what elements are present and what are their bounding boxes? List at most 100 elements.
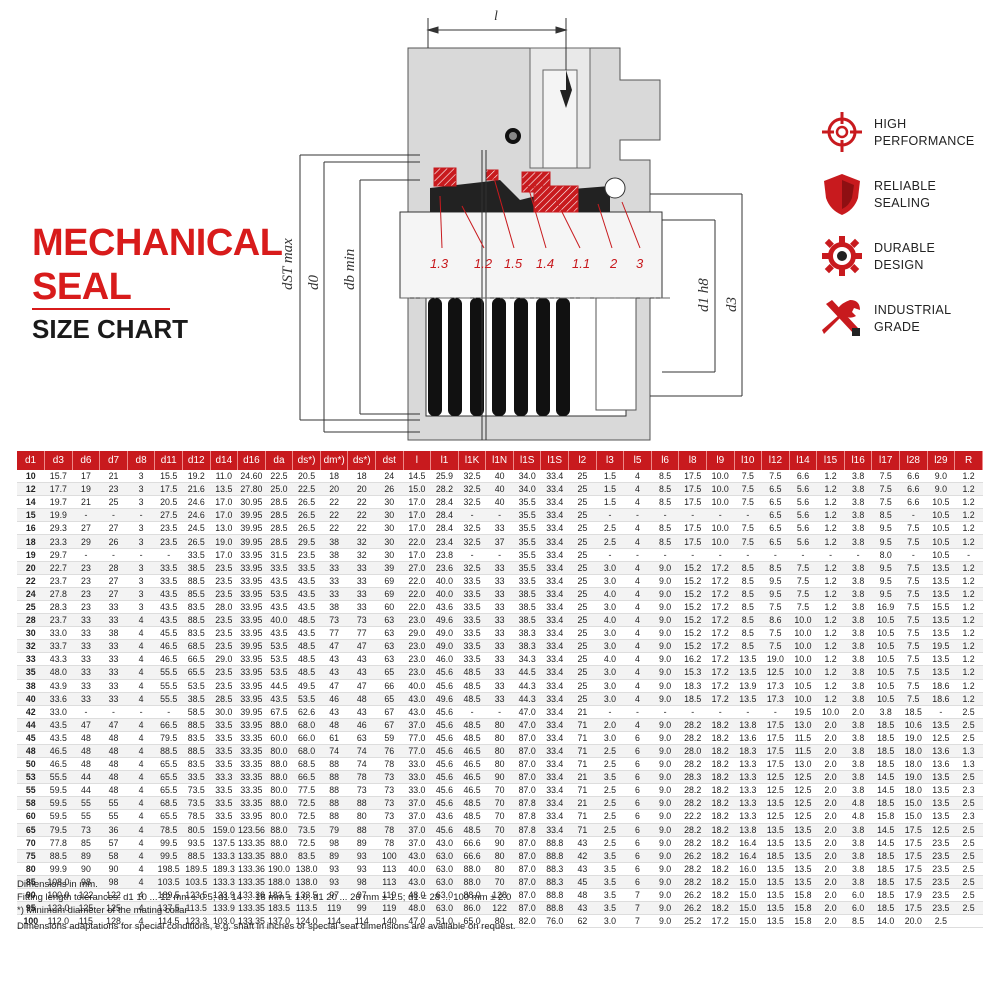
table-cell: 33.35 [237,796,266,811]
table-cell: 28.2 [678,862,707,876]
table-cell: 38 [320,548,348,562]
table-cell: 13.6 [927,757,955,772]
table-cell: 99.5 [154,836,183,850]
table-cell: 53.5 [265,665,293,680]
part-label-1-1: 1.1 [572,256,590,271]
column-header: l15 [816,451,845,470]
table-cell: 33.0 [44,705,73,719]
table-cell: 14.5 [871,770,900,785]
table-cell: 33 [347,561,376,575]
table-cell: 43.5 [292,587,321,601]
table-cell: 6 [623,770,652,785]
table-cell: 1.2 [954,665,983,680]
table-cell: 33.4 [540,770,569,785]
table-cell: 25 [568,639,597,654]
table-cell: 48 [99,757,128,772]
table-cell: - [596,508,624,523]
row-key-cell: 19 [17,548,45,562]
table-cell: 25 [568,665,597,680]
table-cell: 7.5 [871,482,900,497]
table-cell: 13.3 [734,809,762,824]
table-cell: 9.0 [651,862,679,876]
table-cell: 72.5 [292,796,321,811]
table-cell: 70 [485,783,514,798]
column-header: l16 [844,451,873,470]
table-cell: 103.5 [182,875,211,890]
table-cell: 3.8 [844,482,872,497]
table-cell: 10.5 [789,679,817,693]
table-cell: 27.8 [44,587,73,601]
table-cell: 2.0 [816,770,845,785]
table-cell: 9.0 [927,482,955,497]
table-cell: 9.0 [651,901,679,916]
table-cell: 88 [320,757,348,772]
table-cell: 7.5 [871,495,900,510]
column-header: d3 [44,451,73,470]
table-cell: 78.5 [154,823,183,837]
table-cell: 37.0 [403,796,431,811]
table-cell: 10.5 [871,613,900,628]
table-cell: 3.5 [596,875,624,890]
table-cell: 3 [127,561,155,575]
table-cell: 9.0 [651,561,679,575]
table-cell: 33.5 [513,574,541,588]
table-cell: 73 [320,613,348,628]
table-cell: 48.5 [458,796,486,811]
table-cell: 99.5 [154,849,183,863]
table-cell: 122 [72,888,100,903]
table-cell: 9.5 [871,534,900,549]
table-cell: 73.5 [182,783,211,798]
table-cell: 10.0 [706,534,735,549]
table-cell: 49.6 [430,613,459,628]
table-cell: 23 [72,561,100,575]
table-cell: 46.0 [430,652,459,667]
table-cell: 22.7 [44,561,73,575]
table-cell: 66.6 [458,849,486,863]
table-cell: 19.7 [44,495,73,510]
table-cell: 1.2 [816,652,845,667]
table-cell: 23.5 [292,548,321,562]
table-cell: 61 [320,731,348,745]
part-label-3: 3 [636,256,644,271]
table-cell: 88.5 [182,613,211,628]
table-cell: 97 [347,888,376,903]
table-cell: 15.2 [678,613,707,628]
table-cell: 47 [347,639,376,654]
table-cell: 63.0 [430,901,459,916]
table-cell: 18.2 [706,718,735,732]
table-cell: 74 [347,744,376,759]
table-cell: 17.2 [706,561,735,575]
table-cell: 3 [127,521,155,536]
table-cell: 17.2 [706,587,735,601]
table-cell: 33.95 [237,718,266,732]
table-cell: 1.2 [954,521,983,536]
table-cell: - [954,548,983,562]
table-cell: 60 [375,600,404,615]
table-cell: 21 [99,470,128,484]
table-cell: 4 [127,796,155,811]
table-cell: 74 [347,757,376,772]
table-cell: - [485,548,514,562]
table-cell: 25 [568,626,597,641]
table-cell: 17.2 [706,613,735,628]
table-cell: 43.0 [403,875,431,890]
table-cell: 40 [485,482,514,497]
table-cell: 33 [347,587,376,601]
table-cell: 28.5 [265,521,293,536]
table-cell: 4 [623,561,652,575]
column-header: l1S [513,451,542,470]
column-header: l1K [458,451,487,470]
table-cell: 10.0 [789,665,817,680]
table-cell: 29.3 [44,521,73,536]
table-cell: 123.5 [182,888,211,903]
table-cell: 27 [99,574,128,588]
table-cell: 10.5 [871,692,900,706]
table-cell: 43.5 [265,600,293,615]
table-cell: 33.7 [44,639,73,654]
table-cell: 68.5 [292,757,321,772]
table-cell: 23.5 [154,521,183,536]
